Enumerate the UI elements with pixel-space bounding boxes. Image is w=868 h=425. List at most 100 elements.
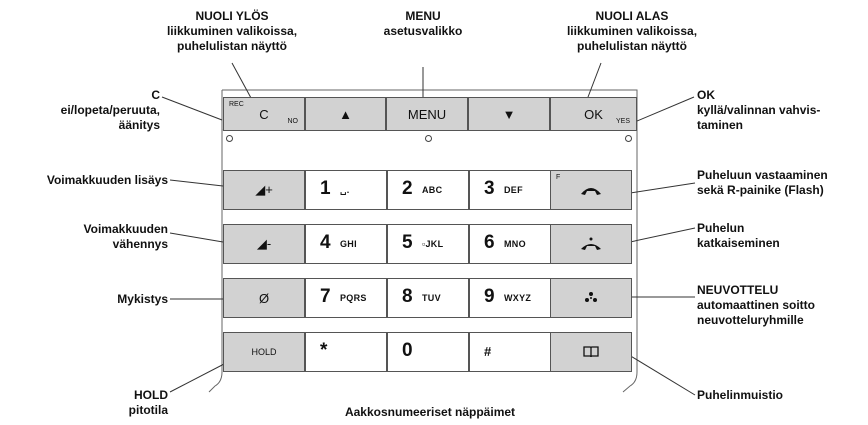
- c-key-label: C: [259, 106, 269, 122]
- caption-down-title: NUOLI ALAS: [595, 9, 669, 23]
- caption-mute: Mykistys: [60, 292, 168, 307]
- digit-label: 9: [484, 286, 495, 307]
- caption-hold: HOLD pitotila: [80, 388, 168, 418]
- hold-key[interactable]: HOLD: [223, 332, 305, 372]
- indicator-dot-left: [226, 135, 233, 142]
- digit-letters: DEF: [504, 185, 523, 195]
- menu-key[interactable]: MENU: [386, 97, 468, 131]
- digit-label: #: [484, 344, 492, 359]
- digit-key-2[interactable]: 2 ABC: [387, 170, 469, 210]
- caption-ok: OK kyllä/valinnan vahvis- taminen: [697, 88, 847, 133]
- answer-handset-icon: [581, 188, 601, 195]
- caption-c: C ei/lopeta/peruuta, äänitys: [30, 88, 160, 133]
- volume-up-key[interactable]: ◢+: [223, 170, 305, 210]
- digit-letters: GHI: [340, 239, 357, 249]
- conference-icon: [585, 292, 597, 302]
- conference-key[interactable]: [550, 278, 632, 318]
- caption-hangup: Puhelun katkaiseminen: [697, 221, 847, 251]
- mute-icon: Ø: [258, 290, 270, 306]
- caption-phonebook-text: Puhelinmuistio: [697, 388, 784, 402]
- answer-key[interactable]: F: [550, 170, 632, 210]
- digit-key-7[interactable]: 7 PQRS: [305, 278, 387, 318]
- down-arrow-key[interactable]: ▼: [468, 97, 550, 131]
- phonebook-icon: [583, 346, 599, 358]
- caption-c-title: C: [151, 88, 160, 102]
- hangup-key[interactable]: [550, 224, 632, 264]
- hangup-handset-icon: [581, 237, 601, 250]
- c-key-rec-label: REC: [229, 101, 244, 108]
- caption-conference-title: NEUVOTTELU: [697, 283, 779, 297]
- up-arrow-key[interactable]: ▲: [305, 97, 386, 131]
- c-key[interactable]: REC C NO: [223, 97, 305, 131]
- hold-key-label: HOLD: [251, 347, 277, 357]
- mute-key[interactable]: Ø: [223, 278, 305, 318]
- caption-phonebook: Puhelinmuistio: [697, 388, 847, 403]
- caption-volume-up: Voimakkuuden lisäys: [2, 173, 168, 188]
- caption-menu-title: MENU: [405, 9, 441, 23]
- caption-volume-down-2: vähennys: [112, 237, 168, 251]
- digit-key-8[interactable]: 8 TUV: [387, 278, 469, 318]
- caption-up-desc1: liikkuminen valikoissa,: [166, 24, 298, 38]
- digit-letters: WXYZ: [504, 293, 532, 303]
- caption-answer-1: Puheluun vastaaminen: [697, 168, 828, 182]
- ok-key[interactable]: OK YES: [550, 97, 637, 131]
- caption-answer: Puheluun vastaaminen sekä R-painike (Fla…: [697, 168, 865, 198]
- digit-label: 7: [320, 286, 331, 307]
- digit-label: 2: [402, 178, 413, 199]
- digit-label: 6: [484, 232, 495, 253]
- digit-letters: ␣.: [340, 185, 350, 195]
- caption-up-arrow: NUOLI YLÖS liikkuminen valikoissa, puhel…: [152, 9, 312, 54]
- caption-volume-up-text: Voimakkuuden lisäys: [46, 173, 168, 187]
- digit-letters: ▫JKL: [422, 239, 444, 249]
- caption-c-desc2: äänitys: [118, 118, 160, 132]
- digit-key-9[interactable]: 9 WXYZ: [469, 278, 551, 318]
- digit-key-hash[interactable]: #: [469, 332, 551, 372]
- answer-key-flash-label: F: [556, 174, 561, 181]
- digit-label: 8: [402, 286, 413, 307]
- caption-c-desc1: ei/lopeta/peruuta,: [60, 103, 160, 117]
- volume-up-icon: ◢+: [255, 182, 273, 197]
- caption-hangup-1: Puhelun: [697, 221, 745, 235]
- up-arrow-icon: ▲: [339, 106, 352, 122]
- caption-conference-desc1: automaattinen soitto: [697, 298, 816, 312]
- digit-label: 3: [484, 178, 495, 199]
- caption-conference: NEUVOTTELU automaattinen soitto neuvotte…: [697, 283, 865, 328]
- phonebook-key[interactable]: [550, 332, 632, 372]
- ok-key-label: OK: [584, 106, 603, 122]
- indicator-dot-right: [625, 135, 632, 142]
- c-key-no-label: NO: [287, 118, 299, 125]
- menu-key-label: MENU: [407, 106, 447, 122]
- ok-key-yes-label: YES: [615, 118, 630, 125]
- digit-label: 5: [402, 232, 413, 253]
- volume-down-key[interactable]: ◢-: [223, 224, 305, 264]
- caption-up-title: NUOLI YLÖS: [195, 9, 269, 23]
- caption-volume-down-1: Voimakkuuden: [83, 222, 168, 236]
- caption-alphanumeric-text: Aakkosnumeeriset näppäimet: [344, 405, 516, 419]
- caption-volume-down: Voimakkuuden vähennys: [40, 222, 168, 252]
- caption-hold-title: HOLD: [134, 388, 168, 402]
- digit-key-1[interactable]: 1 ␣.: [305, 170, 387, 210]
- caption-menu: MENU asetusvalikko: [373, 9, 473, 39]
- caption-conference-desc2: neuvotteluryhmille: [697, 313, 804, 327]
- volume-down-icon: ◢-: [256, 236, 272, 251]
- digit-key-3[interactable]: 3 DEF: [469, 170, 551, 210]
- caption-ok-title: OK: [697, 88, 715, 102]
- caption-hold-desc: pitotila: [128, 403, 168, 417]
- caption-down-desc1: liikkuminen valikoissa,: [566, 24, 698, 38]
- digit-key-5[interactable]: 5 ▫JKL: [387, 224, 469, 264]
- digit-key-0[interactable]: 0: [387, 332, 469, 372]
- digit-letters: ABC: [422, 185, 443, 195]
- digit-letters: PQRS: [340, 293, 367, 303]
- digit-label: *: [320, 340, 328, 361]
- caption-ok-desc2: taminen: [697, 118, 744, 132]
- digit-label: 1: [320, 178, 331, 199]
- caption-alphanumeric: Aakkosnumeeriset näppäimet: [310, 405, 550, 420]
- digit-letters: TUV: [422, 293, 441, 303]
- digit-key-star[interactable]: *: [305, 332, 387, 372]
- caption-hangup-2: katkaiseminen: [697, 236, 780, 250]
- caption-down-desc2: puhelulistan näyttö: [576, 39, 687, 53]
- caption-up-desc2: puhelulistan näyttö: [176, 39, 287, 53]
